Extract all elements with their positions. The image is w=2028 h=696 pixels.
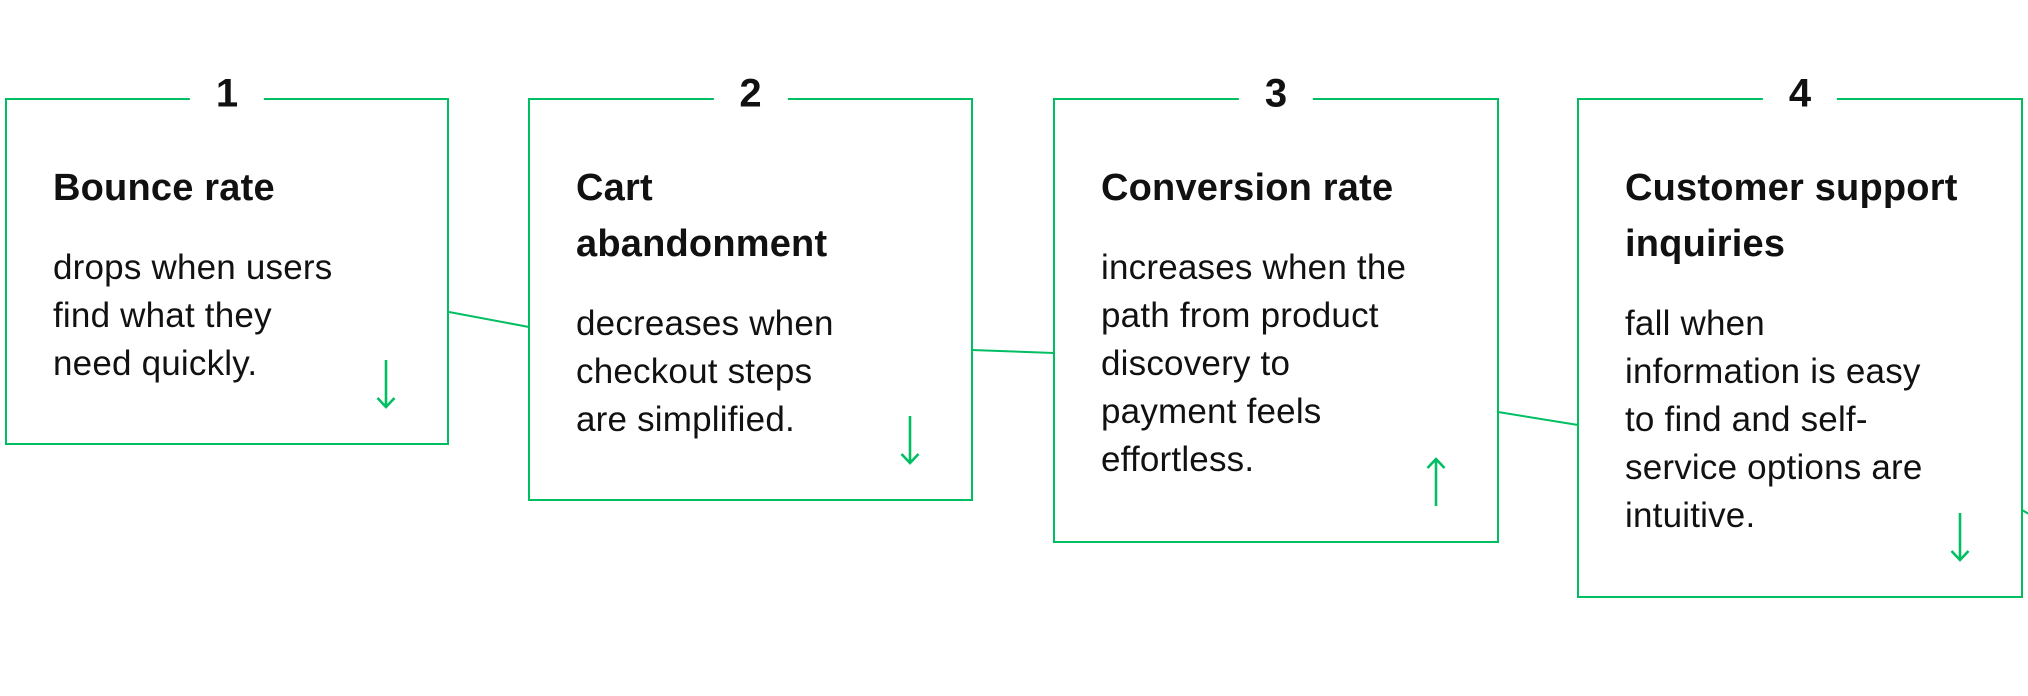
- step-number: 4: [1762, 71, 1838, 116]
- step-number: 1: [189, 71, 265, 116]
- step-number: 2: [713, 71, 788, 116]
- card-title: Customer support inquiries: [1625, 167, 1958, 265]
- card-title: Bounce rate: [53, 167, 275, 209]
- connector-line-2-3: [971, 349, 1055, 354]
- card-description: drops when users find what they need qui…: [53, 248, 333, 383]
- card-title: Conversion rate: [1101, 167, 1394, 209]
- card-cart-abandonment: 2 Cart abandonment decreases when checko…: [528, 71, 973, 501]
- card-description: decreases when checkout steps are simpli…: [576, 304, 834, 439]
- step-number: 3: [1238, 71, 1314, 116]
- arrow-down-icon: [897, 413, 923, 467]
- card-description: fall when information is easy to find an…: [1625, 304, 1923, 535]
- card-title: Cart abandonment: [576, 167, 828, 265]
- card-description: increases when the path from product dis…: [1101, 248, 1407, 479]
- card-bounce-rate: 1 Bounce rate drops when users find what…: [5, 71, 449, 445]
- connector-line-1-2: [448, 311, 530, 328]
- arrow-down-icon: [373, 357, 399, 411]
- card-customer-support-inquiries: 4 Customer support inquiries fall when i…: [1577, 71, 2023, 598]
- arrow-down-icon: [1947, 510, 1973, 564]
- arrow-up-icon: [1423, 455, 1449, 509]
- connector-line-3-4: [1497, 411, 1579, 426]
- card-conversion-rate: 3 Conversion rate increases when the pat…: [1053, 71, 1499, 543]
